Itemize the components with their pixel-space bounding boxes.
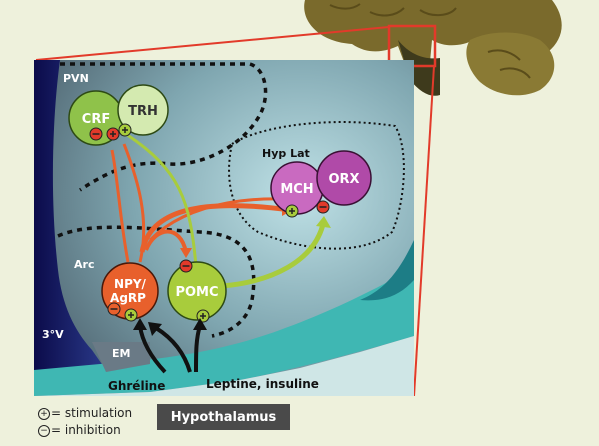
npy-to-mch-projection [139,203,291,253]
crf-stimulation-marker [106,127,120,141]
hyp-lat-label: Hyp Lat [262,147,310,160]
trh-label: TRH [128,104,158,119]
neuron-mch: MCH [270,161,324,215]
orx-label: ORX [328,172,359,187]
arc-outline [57,225,256,338]
pvn-outline [60,62,268,192]
mch-label: MCH [280,182,313,197]
hormone-arrows [133,318,207,374]
ghreline-label: Ghréline [108,379,165,393]
pvn-label: PVN [63,72,89,85]
zoom-line-right [413,65,435,397]
synapse-markers [89,123,330,323]
legend-inhibition: −= inhibition [38,423,121,437]
pomc-to-lat-projection [221,219,327,289]
minus-symbol-icon: − [38,424,50,437]
npy-to-crf-projection [110,149,130,263]
npy-label-line1: NPY/ [114,277,147,291]
hyp-lat-outline [228,121,405,250]
npy-input-marker-left [107,302,121,316]
neuron-pomc: POMC [167,261,227,321]
neuron-orx: ORX [316,150,372,206]
crf-label: CRF [82,112,110,127]
crf-inhibition-marker [89,127,103,141]
pomc-label: POMC [175,285,218,300]
trh-stimulation-marker [118,123,132,137]
leptine-label: Leptine, insuline [206,377,319,391]
neuron-npy-agrp: NPY/ AgRP [101,262,159,320]
brain-illustration [304,0,562,96]
em-label: EM [112,347,130,360]
pomc-inhibition-marker [179,259,193,273]
em-shape [92,342,150,372]
leptine-arrow-a [154,326,192,373]
third-ventricle-label: 3°V [42,328,64,341]
npy-label-line2: AgRP [110,291,146,305]
mch-stimulation-marker [285,204,299,218]
hypothalamus-caption: Hypothalamus [157,404,290,430]
pomc-to-trh-projection [125,132,198,267]
arc-label: Arc [74,258,94,271]
legend-stimulation: += stimulation [38,406,132,420]
npy-input-marker-right [124,308,138,322]
npy-to-pomc-projection [144,229,188,253]
plus-symbol-icon: + [38,407,50,420]
neuron-trh: TRH [117,84,169,136]
stimulation-text: = stimulation [51,406,133,420]
zoom-line-left [35,26,390,61]
orx-inhibition-marker [316,200,330,214]
inhibition-text: = inhibition [51,423,121,437]
third-ventricle-shape [34,60,106,370]
